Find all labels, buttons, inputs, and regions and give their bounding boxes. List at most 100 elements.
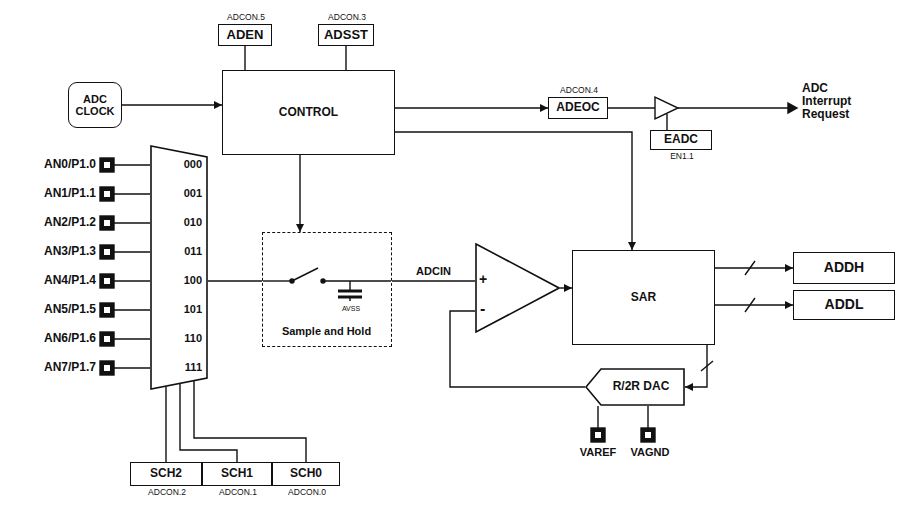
input-pin — [100, 303, 114, 317]
box-label: SCH2 — [150, 467, 182, 480]
text-holder: ADCON.5 — [207, 13, 285, 22]
box-label: ADC CLOCK — [72, 93, 118, 117]
signal-connector — [299, 155, 300, 232]
text-holder: ADC Interrupt Request — [802, 82, 864, 122]
interrupt-buffer — [678, 107, 789, 108]
input-pin — [114, 367, 150, 368]
input-pin — [104, 336, 110, 342]
input-pin — [100, 332, 114, 346]
signal-connector — [194, 381, 306, 462]
signal-connector — [715, 304, 793, 305]
shape-outline — [150, 145, 208, 390]
pin-name: AN2/P1.2 — [44, 216, 96, 229]
text-holder: 111 — [168, 361, 202, 373]
shape-outline — [586, 369, 684, 405]
select-bit-box: SCH0ADCON.0 — [272, 462, 340, 486]
input-pin — [114, 309, 150, 310]
sample-switch — [292, 268, 318, 281]
signal-connector — [208, 280, 262, 281]
reference-pin — [591, 406, 655, 442]
pin-name: AN1/P1.1 — [44, 187, 96, 200]
pin-name: AN0/P1.0 — [44, 158, 96, 171]
text-holder: AVSS — [326, 305, 376, 313]
text-holder: - — [480, 300, 496, 318]
input-pin — [114, 193, 150, 194]
block-label: Sample and Hold — [282, 325, 371, 337]
text-holder: 110 — [168, 332, 202, 344]
reference-pin — [641, 428, 655, 442]
control-block: CONTROL — [222, 70, 395, 155]
box-label: ADEN — [227, 28, 264, 42]
shape-outline — [476, 244, 559, 332]
signal-connector — [244, 46, 245, 70]
text-holder: ADDH — [794, 253, 894, 283]
text-holder: ADCON.0 — [273, 488, 341, 497]
text-holder: ADCON.2 — [131, 488, 203, 497]
box-label: SCH1 — [221, 467, 253, 480]
text-holder: AN0/P1.0 — [16, 158, 96, 171]
text-holder: Sample and Hold — [263, 325, 390, 337]
text-holder: ADEOC — [549, 98, 607, 118]
register-address: EN1.1 — [670, 152, 694, 161]
pin-name: AN3/P1.3 — [44, 245, 96, 258]
register-address: ADCON.5 — [227, 13, 265, 22]
hold-capacitor — [338, 290, 362, 293]
text-holder: VAGND — [622, 446, 678, 458]
text-holder: AN5/P1.5 — [16, 303, 96, 316]
input-pin — [114, 222, 150, 223]
signal-connector — [685, 345, 707, 387]
signal-name: ADC Interrupt Request — [802, 82, 864, 122]
sample-switch — [263, 268, 391, 283]
text-holder: ADCON.4 — [540, 86, 618, 95]
text-holder: + — [479, 272, 495, 287]
text-holder: AN4/P1.4 — [16, 274, 96, 287]
flag-bit-box: ADCON.4ADEOC — [548, 97, 608, 119]
result-register: ADDL — [793, 290, 895, 320]
dac-block: R/2R DAC — [585, 368, 685, 406]
interrupt-buffer — [608, 97, 797, 130]
text-holder: 101 — [168, 303, 202, 315]
input-pin — [100, 158, 150, 375]
select-code: 011 — [184, 245, 202, 257]
input-pin — [104, 278, 110, 284]
text-holder: AN3/P1.3 — [16, 245, 96, 258]
text-holder: SCH2 — [131, 463, 201, 485]
text-holder: EADC — [651, 131, 711, 149]
interrupt-buffer — [666, 114, 667, 130]
box-label: R/2R DAC — [613, 380, 670, 393]
text-holder: EN1.1 — [643, 152, 721, 161]
hold-capacitor — [349, 297, 350, 301]
text-holder: 000 — [168, 158, 202, 170]
shape-outline — [151, 146, 207, 389]
input-pin — [100, 245, 114, 259]
text-holder: ADSST — [319, 25, 373, 45]
input-pin — [114, 338, 150, 339]
pin-name: VAGND — [631, 446, 670, 458]
text-holder: AN7/P1.7 — [16, 361, 96, 374]
signal-name: ADCIN — [414, 265, 453, 277]
input-pin — [100, 187, 114, 201]
reference-pin — [597, 406, 598, 428]
select-code: 001 — [184, 187, 202, 199]
text-holder: AN6/P1.6 — [16, 332, 96, 345]
signal-connector — [392, 280, 475, 281]
sample-switch — [263, 280, 292, 281]
text-holder: SCH0 — [273, 463, 339, 485]
interrupt-buffer — [788, 103, 797, 113]
signal-connector — [395, 132, 632, 250]
register-address: ADCON.3 — [328, 13, 366, 22]
box-label: ADDH — [824, 260, 864, 275]
input-sign: - — [480, 300, 485, 318]
input-pin — [104, 307, 110, 313]
pin-name: AN4/P1.4 — [44, 274, 96, 287]
input-pin — [104, 191, 110, 197]
select-code: 100 — [184, 274, 202, 286]
pin-name: VAREF — [580, 446, 616, 458]
box-label: ADDL — [825, 297, 864, 312]
register-bit-box: ADCON.3ADSST — [318, 24, 374, 46]
reference-pin — [591, 428, 605, 442]
clock-box: ADC CLOCK — [68, 82, 122, 128]
